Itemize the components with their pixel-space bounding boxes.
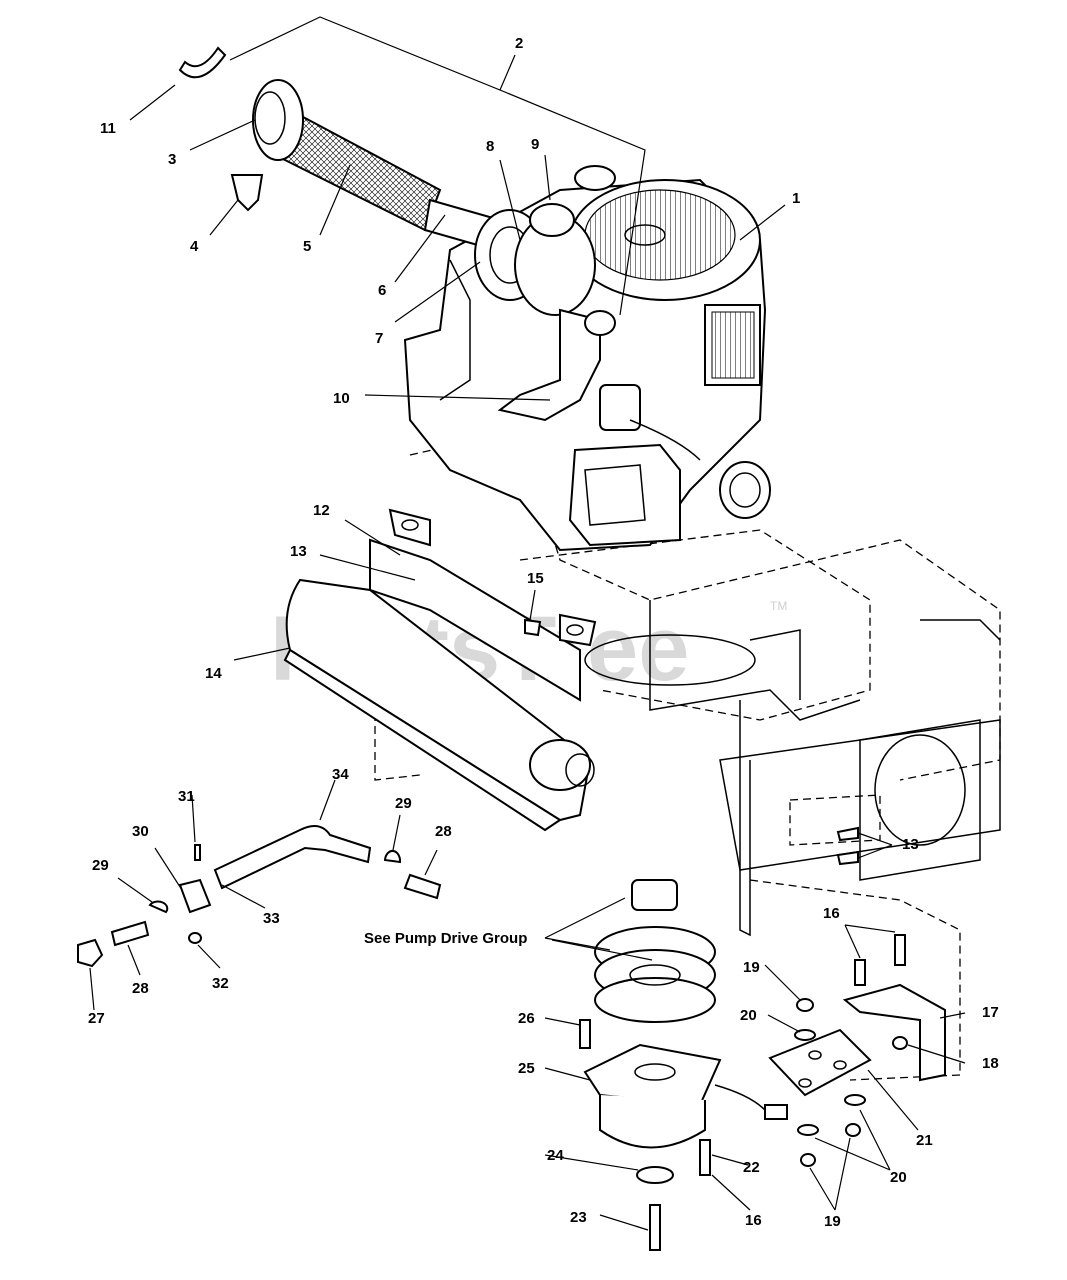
pto-clutch[interactable] (579, 879, 788, 1251)
air-cleaner-assembly[interactable] (252, 79, 616, 422)
callout-5: 5 (303, 238, 311, 255)
callout-3: 3 (168, 151, 176, 168)
callout-22: 22 (743, 1159, 760, 1176)
callout-labels: 1 2 3 4 5 6 7 8 9 10 11 12 13 13 14 15 1… (88, 35, 999, 1230)
callout-2: 2 (515, 35, 523, 52)
callout-21: 21 (916, 1132, 933, 1149)
callout-1: 1 (792, 190, 800, 207)
callout-11: 11 (100, 120, 116, 137)
callout-25: 25 (518, 1060, 535, 1077)
callout-20a: 20 (740, 1007, 757, 1024)
callout-15: 15 (527, 570, 544, 587)
callout-28a: 28 (132, 980, 149, 997)
callout-32: 32 (212, 975, 229, 992)
clamp-part-11[interactable] (178, 46, 227, 79)
exhaust-pipe-assembly[interactable] (77, 825, 442, 968)
callout-14: 14 (205, 665, 222, 682)
callout-17: 17 (982, 1004, 999, 1021)
callout-7: 7 (375, 330, 383, 347)
callout-28b: 28 (435, 823, 452, 840)
callout-24: 24 (547, 1147, 564, 1164)
callout-19a: 19 (743, 959, 760, 976)
callout-13b: 13 (902, 836, 919, 853)
callout-9: 9 (531, 136, 539, 153)
callout-18: 18 (982, 1055, 999, 1072)
callout-33: 33 (263, 910, 280, 927)
callout-6: 6 (378, 282, 386, 299)
callout-23: 23 (570, 1209, 587, 1226)
callout-29b: 29 (395, 795, 412, 812)
callout-8: 8 (486, 138, 494, 155)
callout-29a: 29 (92, 857, 109, 874)
callout-10: 10 (333, 390, 350, 407)
callout-12: 12 (313, 502, 330, 519)
callout-19b: 19 (824, 1213, 841, 1230)
callout-27: 27 (88, 1010, 105, 1027)
callout-30: 30 (132, 823, 149, 840)
callout-31: 31 (178, 788, 195, 805)
mounting-brackets[interactable] (524, 618, 946, 1167)
callout-26: 26 (518, 1010, 535, 1027)
muffler[interactable] (283, 508, 597, 832)
watermark-trademark: TM (770, 599, 787, 613)
callout-16b: 16 (745, 1212, 762, 1229)
callout-34: 34 (332, 766, 349, 783)
callout-20b: 20 (890, 1169, 907, 1186)
callout-4: 4 (190, 238, 199, 255)
leader-lines (89, 16, 966, 1231)
part-4-valve[interactable] (230, 174, 264, 212)
callout-13a: 13 (290, 543, 307, 560)
see-pump-drive-group-note: See Pump Drive Group (364, 930, 527, 947)
callout-16a: 16 (823, 905, 840, 922)
